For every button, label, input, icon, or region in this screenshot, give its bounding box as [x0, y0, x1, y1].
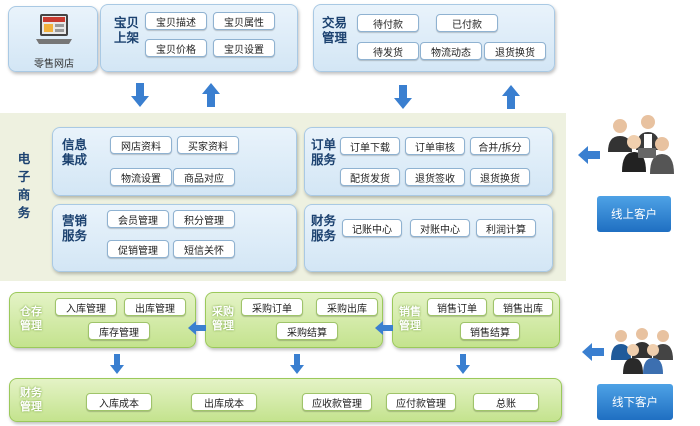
warehouse-item-inventory[interactable]: 库存管理: [88, 322, 150, 340]
finance-mgmt-inbound-cost[interactable]: 入库成本: [86, 393, 152, 411]
arrow-down-sales: [456, 354, 470, 374]
arrow-left-sales-to-purchase: [375, 321, 393, 335]
trade-panel: 交易 管理: [313, 4, 555, 72]
sales-item-settlement[interactable]: 销售结算: [460, 322, 520, 340]
info-title: 信息 集成: [62, 137, 88, 167]
finance-service-panel: 财务 服务: [304, 204, 553, 272]
retail-store-panel: 零售网店: [8, 6, 98, 72]
marketing-title: 营销 服务: [62, 213, 88, 243]
finance-mgmt-title: 财务 管理: [20, 386, 42, 413]
arrow-up-trade: [502, 85, 520, 109]
order-item-download[interactable]: 订单下载: [340, 137, 400, 155]
laptop-icon: [36, 14, 72, 44]
shelf-item-price[interactable]: 宝贝价格: [145, 39, 207, 57]
purchase-item-settlement[interactable]: 采购结算: [276, 322, 338, 340]
purchase-title: 采购 管理: [212, 305, 234, 332]
sales-item-order[interactable]: 销售订单: [427, 298, 487, 316]
info-item-buyer-profile[interactable]: 买家资料: [177, 136, 239, 154]
sales-title: 销售 管理: [399, 305, 421, 332]
order-item-review[interactable]: 订单审核: [405, 137, 465, 155]
retail-store-label: 零售网店: [34, 59, 74, 70]
warehouse-item-inbound[interactable]: 入库管理: [55, 298, 117, 316]
marketing-item-membership[interactable]: 会员管理: [107, 210, 169, 228]
offline-customer-button[interactable]: 线下客户: [597, 384, 673, 420]
trade-item-logistics[interactable]: 物流动态: [420, 42, 482, 60]
trade-item-pending-shipment[interactable]: 待发货: [357, 42, 419, 60]
purchase-item-outbound[interactable]: 采购出库: [316, 298, 378, 316]
finance-mgmt-outbound-cost[interactable]: 出库成本: [191, 393, 257, 411]
arrow-up-shelf: [202, 83, 220, 107]
purchase-item-order[interactable]: 采购订单: [241, 298, 303, 316]
trade-item-return-exchange[interactable]: 退货换货: [484, 42, 546, 60]
sales-item-outbound[interactable]: 销售出库: [493, 298, 553, 316]
finance-service-bookkeeping[interactable]: 记账中心: [342, 219, 402, 237]
ecommerce-title: 电 子 商 务: [17, 151, 31, 220]
trade-item-paid[interactable]: 已付款: [436, 14, 498, 32]
warehouse-item-outbound[interactable]: 出库管理: [124, 298, 186, 316]
finance-mgmt-receivables[interactable]: 应收款管理: [302, 393, 372, 411]
trade-item-pending-payment[interactable]: 待付款: [357, 14, 419, 32]
finance-service-title: 财务 服务: [311, 213, 337, 243]
info-item-logistics-setup[interactable]: 物流设置: [110, 168, 172, 186]
finance-mgmt-general-ledger[interactable]: 总账: [473, 393, 539, 411]
marketing-item-sms-care[interactable]: 短信关怀: [173, 240, 235, 258]
warehouse-title: 仓存 管理: [20, 305, 42, 332]
order-title: 订单 服务: [311, 137, 337, 167]
info-item-store-profile[interactable]: 网店资料: [110, 136, 172, 154]
shelf-item-settings[interactable]: 宝贝设置: [213, 39, 275, 57]
arrow-down-warehouse: [110, 354, 124, 374]
arrow-left-online: [578, 146, 600, 164]
info-item-product-mapping[interactable]: 商品对应: [173, 168, 235, 186]
arrow-down-shelf: [131, 83, 149, 107]
arrow-down-purchase: [290, 354, 304, 374]
shelf-item-attribute[interactable]: 宝贝属性: [213, 12, 275, 30]
online-customers-icon: [608, 115, 674, 174]
arrow-left-offline: [582, 343, 604, 361]
finance-service-profit-calc[interactable]: 利润计算: [476, 219, 536, 237]
trade-title: 交易 管理: [322, 15, 348, 45]
marketing-item-points[interactable]: 积分管理: [173, 210, 235, 228]
arrow-down-trade: [394, 85, 412, 109]
arrow-left-purchase-to-warehouse: [188, 321, 206, 335]
marketing-item-promotion[interactable]: 促销管理: [107, 240, 169, 258]
finance-service-reconciliation[interactable]: 对账中心: [410, 219, 470, 237]
finance-mgmt-payables[interactable]: 应付款管理: [386, 393, 456, 411]
order-item-return-exchange[interactable]: 退货换货: [470, 168, 530, 186]
order-item-merge-split[interactable]: 合并/拆分: [470, 137, 530, 155]
offline-customers-icon: [611, 328, 673, 374]
online-customer-button[interactable]: 线上客户: [597, 196, 671, 232]
shelf-item-description[interactable]: 宝贝描述: [145, 12, 207, 30]
order-item-return-receipt[interactable]: 退货签收: [405, 168, 465, 186]
shelf-title: 宝贝 上架: [114, 15, 140, 45]
order-item-picking-shipping[interactable]: 配货发货: [340, 168, 400, 186]
